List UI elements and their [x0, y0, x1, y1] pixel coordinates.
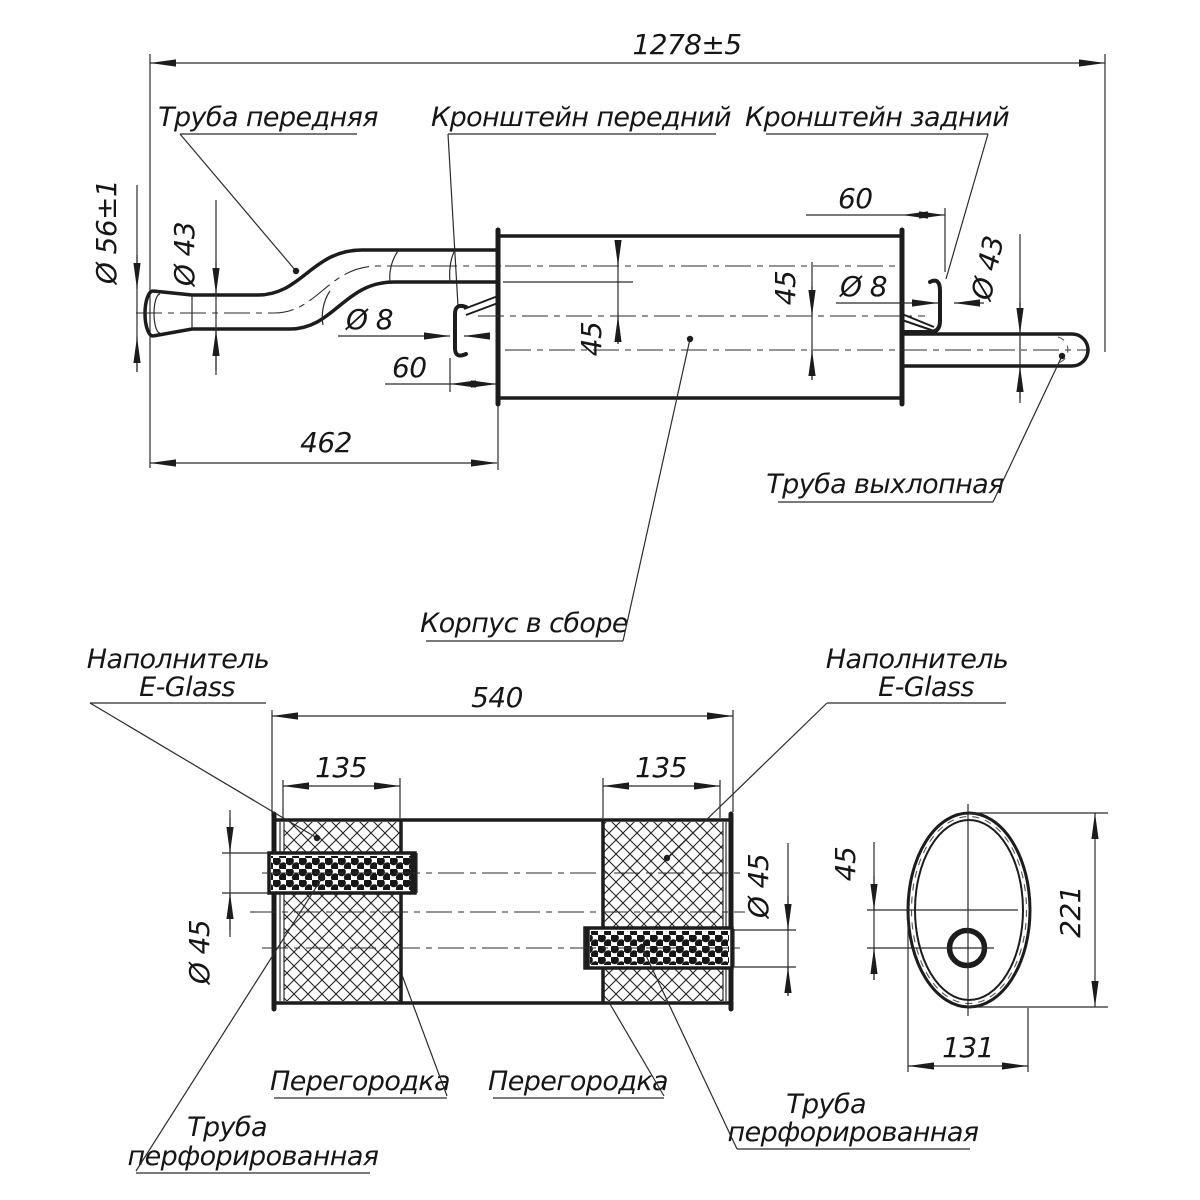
leader-dot	[663, 854, 671, 862]
dim-perf-pipe-right: Ø 45	[733, 843, 796, 996]
dim-outlet-offset: 45	[769, 262, 816, 380]
dim-front-bracket-offset: 60	[385, 351, 497, 392]
dim-filler-right-text: 135	[635, 751, 687, 784]
leader-dot	[686, 335, 694, 343]
dim-front-pipe-diameter: Ø 43	[168, 200, 220, 375]
front-bracket	[453, 295, 499, 358]
dim-inlet-diameter: Ø 56±1	[90, 180, 141, 372]
exhaust-pipe	[904, 234, 1090, 403]
dim-inlet-offset: 45	[575, 240, 622, 356]
dim-body-length-text: 540	[471, 681, 523, 714]
label-perf-pipe-right-line1: Труба	[786, 1089, 866, 1120]
dim-perf-pipe-left: Ø 45	[183, 810, 268, 985]
dim-front-pipe-length: 462	[150, 406, 499, 470]
label-perf-pipe-left-line1: Труба	[187, 1112, 267, 1143]
label-filler-left-line2: E-Glass	[139, 672, 235, 703]
label-exhaust-pipe: Труба выхлопная	[766, 352, 1066, 503]
leader-dot	[318, 874, 326, 882]
dim-rear-bracket-hole: Ø 8	[836, 270, 984, 307]
leader-dot	[292, 267, 300, 275]
dim-end-width-text: 131	[942, 1031, 994, 1064]
label-filler-left: Наполнитель E-Glass	[87, 644, 321, 842]
label-filler-left-line1: Наполнитель	[87, 644, 269, 675]
label-baffle-left: Перегородка	[270, 974, 451, 1099]
label-perf-pipe-right: Труба перфорированная	[638, 943, 979, 1150]
dim-inlet-offset-text: 45	[575, 322, 608, 356]
dim-filler-right: 135	[602, 751, 721, 818]
label-perf-pipe-left: Труба перфорированная	[128, 874, 379, 1174]
dim-perf-pipe-left-text: Ø 45	[183, 920, 216, 985]
dim-front-bracket-hole-text: Ø 8	[345, 303, 393, 336]
dim-end-pipe-offset: 45	[829, 842, 878, 980]
label-front-bracket: Кронштейн передний	[431, 102, 732, 307]
dim-end-width: 131	[907, 914, 1029, 1072]
dim-perf-pipe-right-text: Ø 45	[742, 854, 775, 919]
label-filler-right-line2: E-Glass	[878, 672, 974, 703]
end-view: 45 221 131	[829, 804, 1108, 1072]
dim-exhaust-diameter: Ø 43	[965, 233, 1024, 398]
dim-end-height: 221	[967, 812, 1108, 1008]
label-body-assembly-text: Корпус в сборе	[420, 608, 628, 639]
label-perf-pipe-right-line2: перфорированная	[728, 1117, 979, 1148]
label-baffle-right: Перегородка	[488, 1003, 669, 1099]
leader-dot	[313, 834, 321, 842]
label-front-bracket-text: Кронштейн передний	[431, 102, 731, 133]
dim-end-height-text: 221	[1054, 886, 1087, 938]
front-pipe-centerline	[136, 265, 505, 314]
label-front-pipe-text: Труба передняя	[158, 102, 378, 133]
dim-overall-length-text: 1278±5	[633, 28, 742, 61]
label-front-pipe: Труба передняя	[158, 102, 379, 275]
dim-filler-left-text: 135	[315, 751, 367, 784]
dim-inlet-diameter-text: Ø 56±1	[90, 180, 123, 285]
label-body-assembly: Корпус в сборе	[420, 335, 694, 642]
dim-body-length: 540	[271, 681, 734, 816]
dim-rear-bracket-offset-text: 60	[838, 182, 872, 215]
dim-front-bracket-offset-text: 60	[392, 351, 426, 384]
dim-front-pipe-diameter-text: Ø 43	[168, 222, 201, 287]
label-rear-bracket-text: Кронштейн задний	[745, 102, 1009, 133]
dim-front-bracket-hole: Ø 8	[338, 303, 490, 340]
label-exhaust-pipe-text: Труба выхлопная	[766, 469, 1004, 500]
dim-overall-length: 1278±5	[149, 28, 1106, 468]
top-view: 1278±5 Труба передняя Кронштейн передний…	[90, 28, 1106, 642]
dim-rear-bracket-hole-text: Ø 8	[839, 270, 887, 303]
label-baffle-left-text: Перегородка	[270, 1066, 450, 1097]
dim-end-pipe-offset-text: 45	[829, 847, 862, 881]
front-pipe	[136, 248, 505, 338]
dim-outlet-offset-text: 45	[769, 271, 802, 305]
leader-dot	[638, 943, 646, 951]
label-rear-bracket: Кронштейн задний	[745, 102, 1010, 280]
muffler-body	[478, 227, 1090, 407]
dim-exhaust-diameter-text: Ø 43	[965, 233, 1011, 304]
label-perf-pipe-left-line2: перфорированная	[128, 1141, 379, 1172]
section-view: 540 135 135	[87, 644, 1009, 1174]
label-filler-right-line1: Наполнитель	[826, 644, 1008, 675]
dim-rear-bracket-offset: 60	[806, 182, 946, 272]
dim-filler-left: 135	[282, 751, 401, 818]
label-baffle-right-text: Перегородка	[488, 1066, 668, 1097]
dim-front-pipe-length-text: 462	[300, 426, 352, 459]
leader-dot	[1058, 352, 1066, 360]
label-filler-right: Наполнитель E-Glass	[663, 644, 1009, 862]
rear-bracket	[900, 278, 942, 334]
